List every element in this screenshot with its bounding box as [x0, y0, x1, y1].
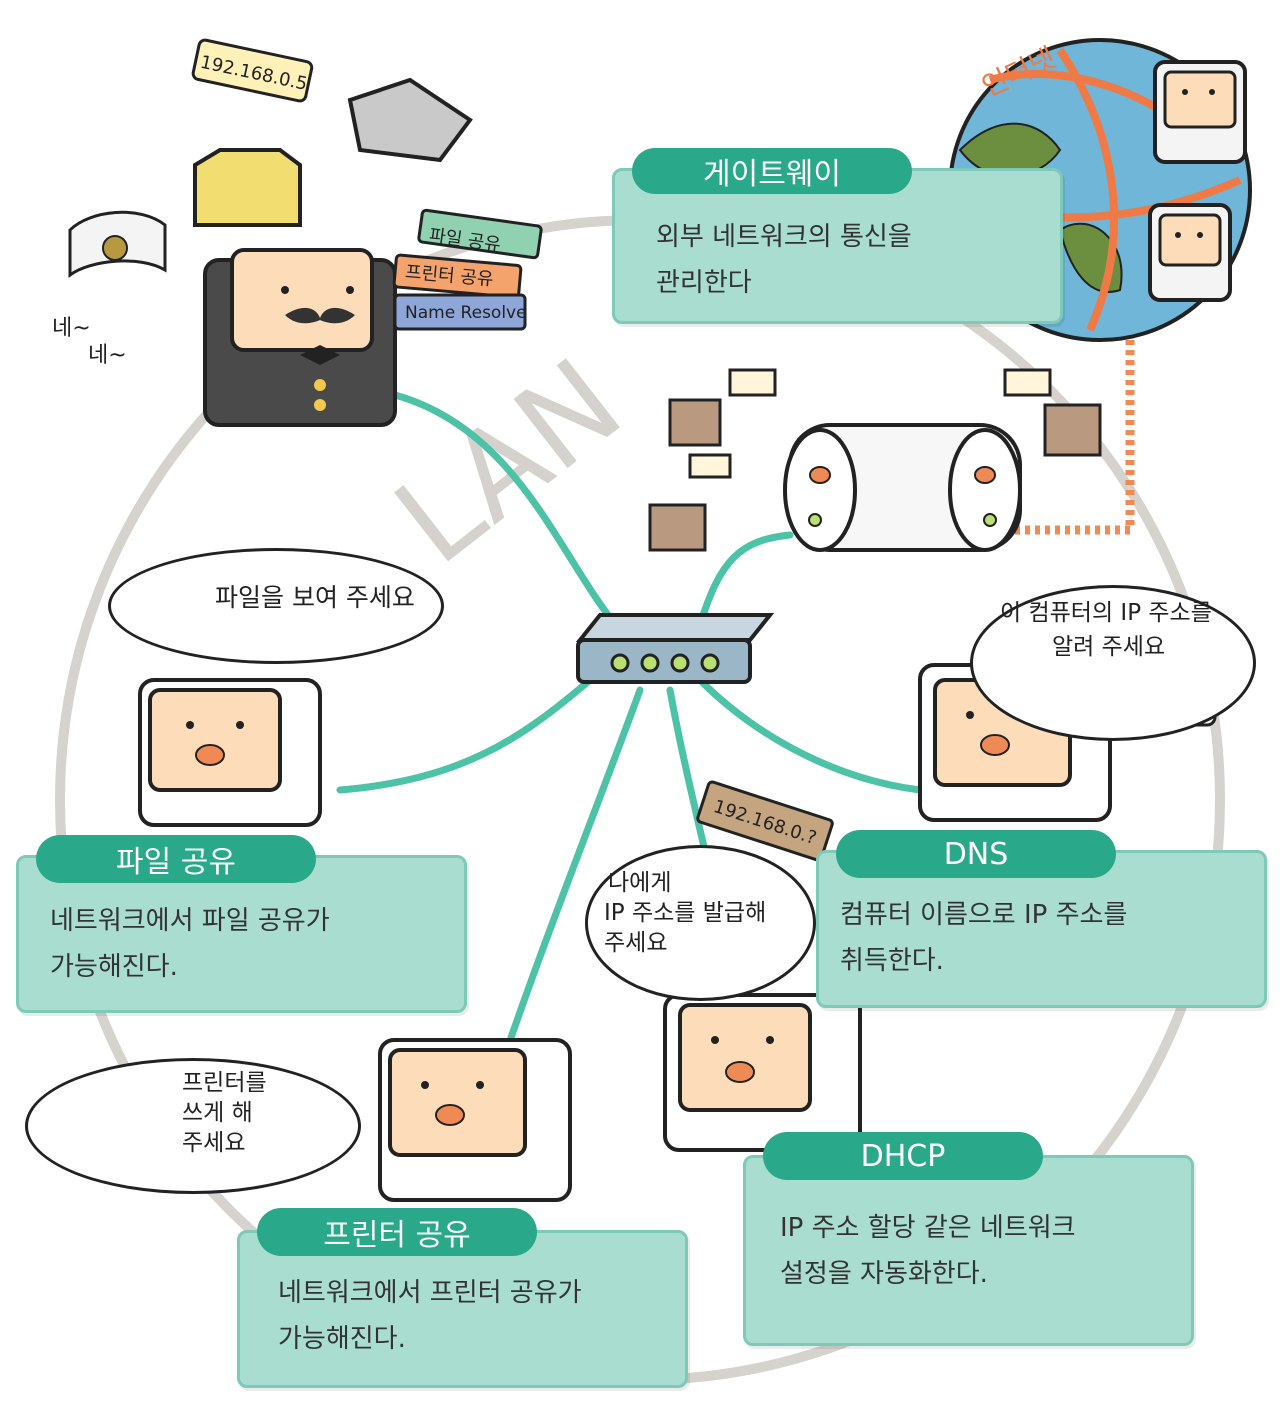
dhcp-bubble-text-2: IP 주소를 발급해	[604, 900, 767, 926]
dns-bubble-text-1: 이 컴퓨터의 IP 주소를	[1000, 600, 1212, 626]
gateway-panel	[612, 168, 1063, 324]
cable-server	[391, 391, 624, 634]
dhcp-title: DHCP	[763, 1132, 1043, 1180]
dns-desc-2: 취득한다.	[840, 946, 944, 976]
ip-tag-icon	[191, 38, 314, 103]
dhcp-bubble-text-1: 나에게	[608, 870, 672, 896]
printer-share-desc-1: 네트워크에서 프린터 공유가	[278, 1278, 582, 1308]
gear-scroll-icon	[68, 210, 167, 278]
dhcp-bubble-text-3: 주세요	[604, 930, 668, 956]
server-reply-1: 네~	[52, 316, 91, 341]
printer-icon	[347, 77, 473, 163]
dns-speech-bubble	[970, 585, 1256, 741]
hub-icon	[575, 613, 775, 684]
file-client-computer-icon	[138, 678, 322, 827]
tag-icon	[688, 368, 1052, 479]
file-bubble-text: 파일을 보여 주세요	[215, 583, 415, 612]
dhcp-desc-2: 설정을 자동화한다.	[780, 1259, 988, 1289]
printer-bubble-text-1: 프린터를	[182, 1070, 267, 1096]
printer-client-computer-icon	[378, 1038, 572, 1202]
wan-cable	[1010, 330, 1135, 535]
printer-share-panel	[237, 1230, 688, 1388]
gateway-router-icon	[783, 423, 1022, 552]
server-butler-icon	[203, 248, 397, 427]
file-share-title: 파일 공유	[36, 835, 316, 883]
printer-speech-bubble	[25, 1058, 361, 1194]
printer-bubble-text-2: 쓰게 해	[182, 1100, 253, 1126]
book-name-resolve: Name Resolve	[405, 303, 527, 323]
cable-file-pc	[336, 676, 594, 794]
gateway-title: 게이트웨이	[632, 148, 912, 194]
dhcp-speech-bubble	[585, 845, 816, 1001]
dhcp-client-computer-icon	[663, 993, 862, 1152]
cable-printer-pc	[496, 686, 644, 1074]
ip-sign-icon	[696, 780, 834, 862]
cable-gateway	[696, 531, 794, 629]
file-share-desc-2: 가능해진다.	[50, 952, 178, 982]
folder-icon	[193, 148, 302, 227]
printer-share-desc-2: 가능해진다.	[278, 1324, 406, 1354]
gateway-desc-2: 관리한다	[656, 268, 752, 298]
file-share-desc-1: 네트워크에서 파일 공유가	[50, 906, 330, 936]
dns-title: DNS	[836, 830, 1116, 878]
dns-bubble-text-2: 알려 주세요	[1052, 634, 1166, 660]
package-icon	[648, 398, 1102, 552]
books-icon	[392, 208, 543, 331]
file-speech-bubble	[108, 548, 444, 664]
gateway-desc-1: 외부 네트워크의 통신을	[656, 222, 912, 252]
internet-computer-icon	[1148, 60, 1247, 302]
server-reply-2: 네~	[88, 343, 127, 368]
printer-bubble-text-3: 주세요	[182, 1130, 246, 1156]
dns-desc-1: 컴퓨터 이름으로 IP 주소를	[840, 900, 1128, 930]
cable-dns-pc	[696, 676, 924, 794]
printer-share-title: 프린터 공유	[257, 1208, 537, 1256]
dhcp-desc-1: IP 주소 할당 같은 네트워크	[780, 1213, 1076, 1243]
